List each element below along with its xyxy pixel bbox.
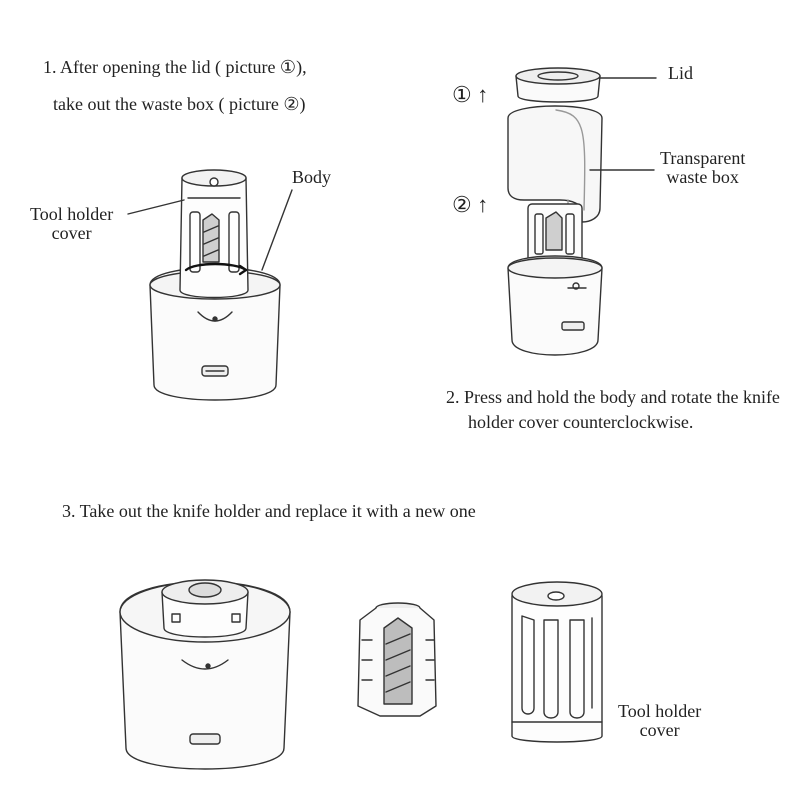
- step-2-instruction-line-1: 2. Press and hold the body and rotate th…: [446, 387, 780, 407]
- figure-3-base-with-knife-holder: [120, 580, 290, 769]
- transparent-waste-box-label-line-2: waste box: [666, 167, 739, 187]
- figure-1-assembled-sharpener: [128, 170, 292, 400]
- figure-1-tool-holder-cover: [180, 170, 248, 298]
- step-1-instruction-line-2: take out the waste box ( picture ②): [53, 94, 306, 114]
- transparent-waste-box-label: Transparent waste box: [660, 149, 745, 187]
- step-2-instruction-line-2: holder cover counterclockwise.: [468, 412, 694, 432]
- waste-box-step-marker: ② ↑: [452, 192, 489, 217]
- figure-3-knife-holder: [358, 603, 436, 716]
- figure-2-body: [508, 256, 602, 355]
- bottom-tool-holder-cover-label: Tool holder cover: [618, 702, 701, 740]
- lid-label: Lid: [668, 63, 693, 83]
- body-label: Body: [292, 167, 332, 187]
- bottom-tool-holder-cover-label-line-2: cover: [639, 720, 680, 740]
- step-3-instruction: 3. Take out the knife holder and replace…: [62, 501, 476, 521]
- tool-holder-cover-label: Tool holder cover: [30, 205, 113, 243]
- figure-2-tool-holder: [528, 204, 582, 264]
- transparent-waste-box-label-line-1: Transparent: [660, 148, 746, 168]
- lid-step-marker: ① ↑: [452, 82, 489, 107]
- figure-2-lid: [516, 68, 600, 102]
- bottom-tool-holder-cover-label-line-1: Tool holder: [618, 701, 702, 721]
- tool-holder-cover-label-line-1: Tool holder: [30, 204, 114, 224]
- tool-holder-cover-label-line-2: cover: [51, 223, 92, 243]
- figure-3-tool-holder-cover: [512, 582, 602, 742]
- figure-2-exploded-sharpener: [508, 68, 656, 355]
- step-1-instruction-line-1: 1. After opening the lid ( picture ①),: [43, 57, 307, 77]
